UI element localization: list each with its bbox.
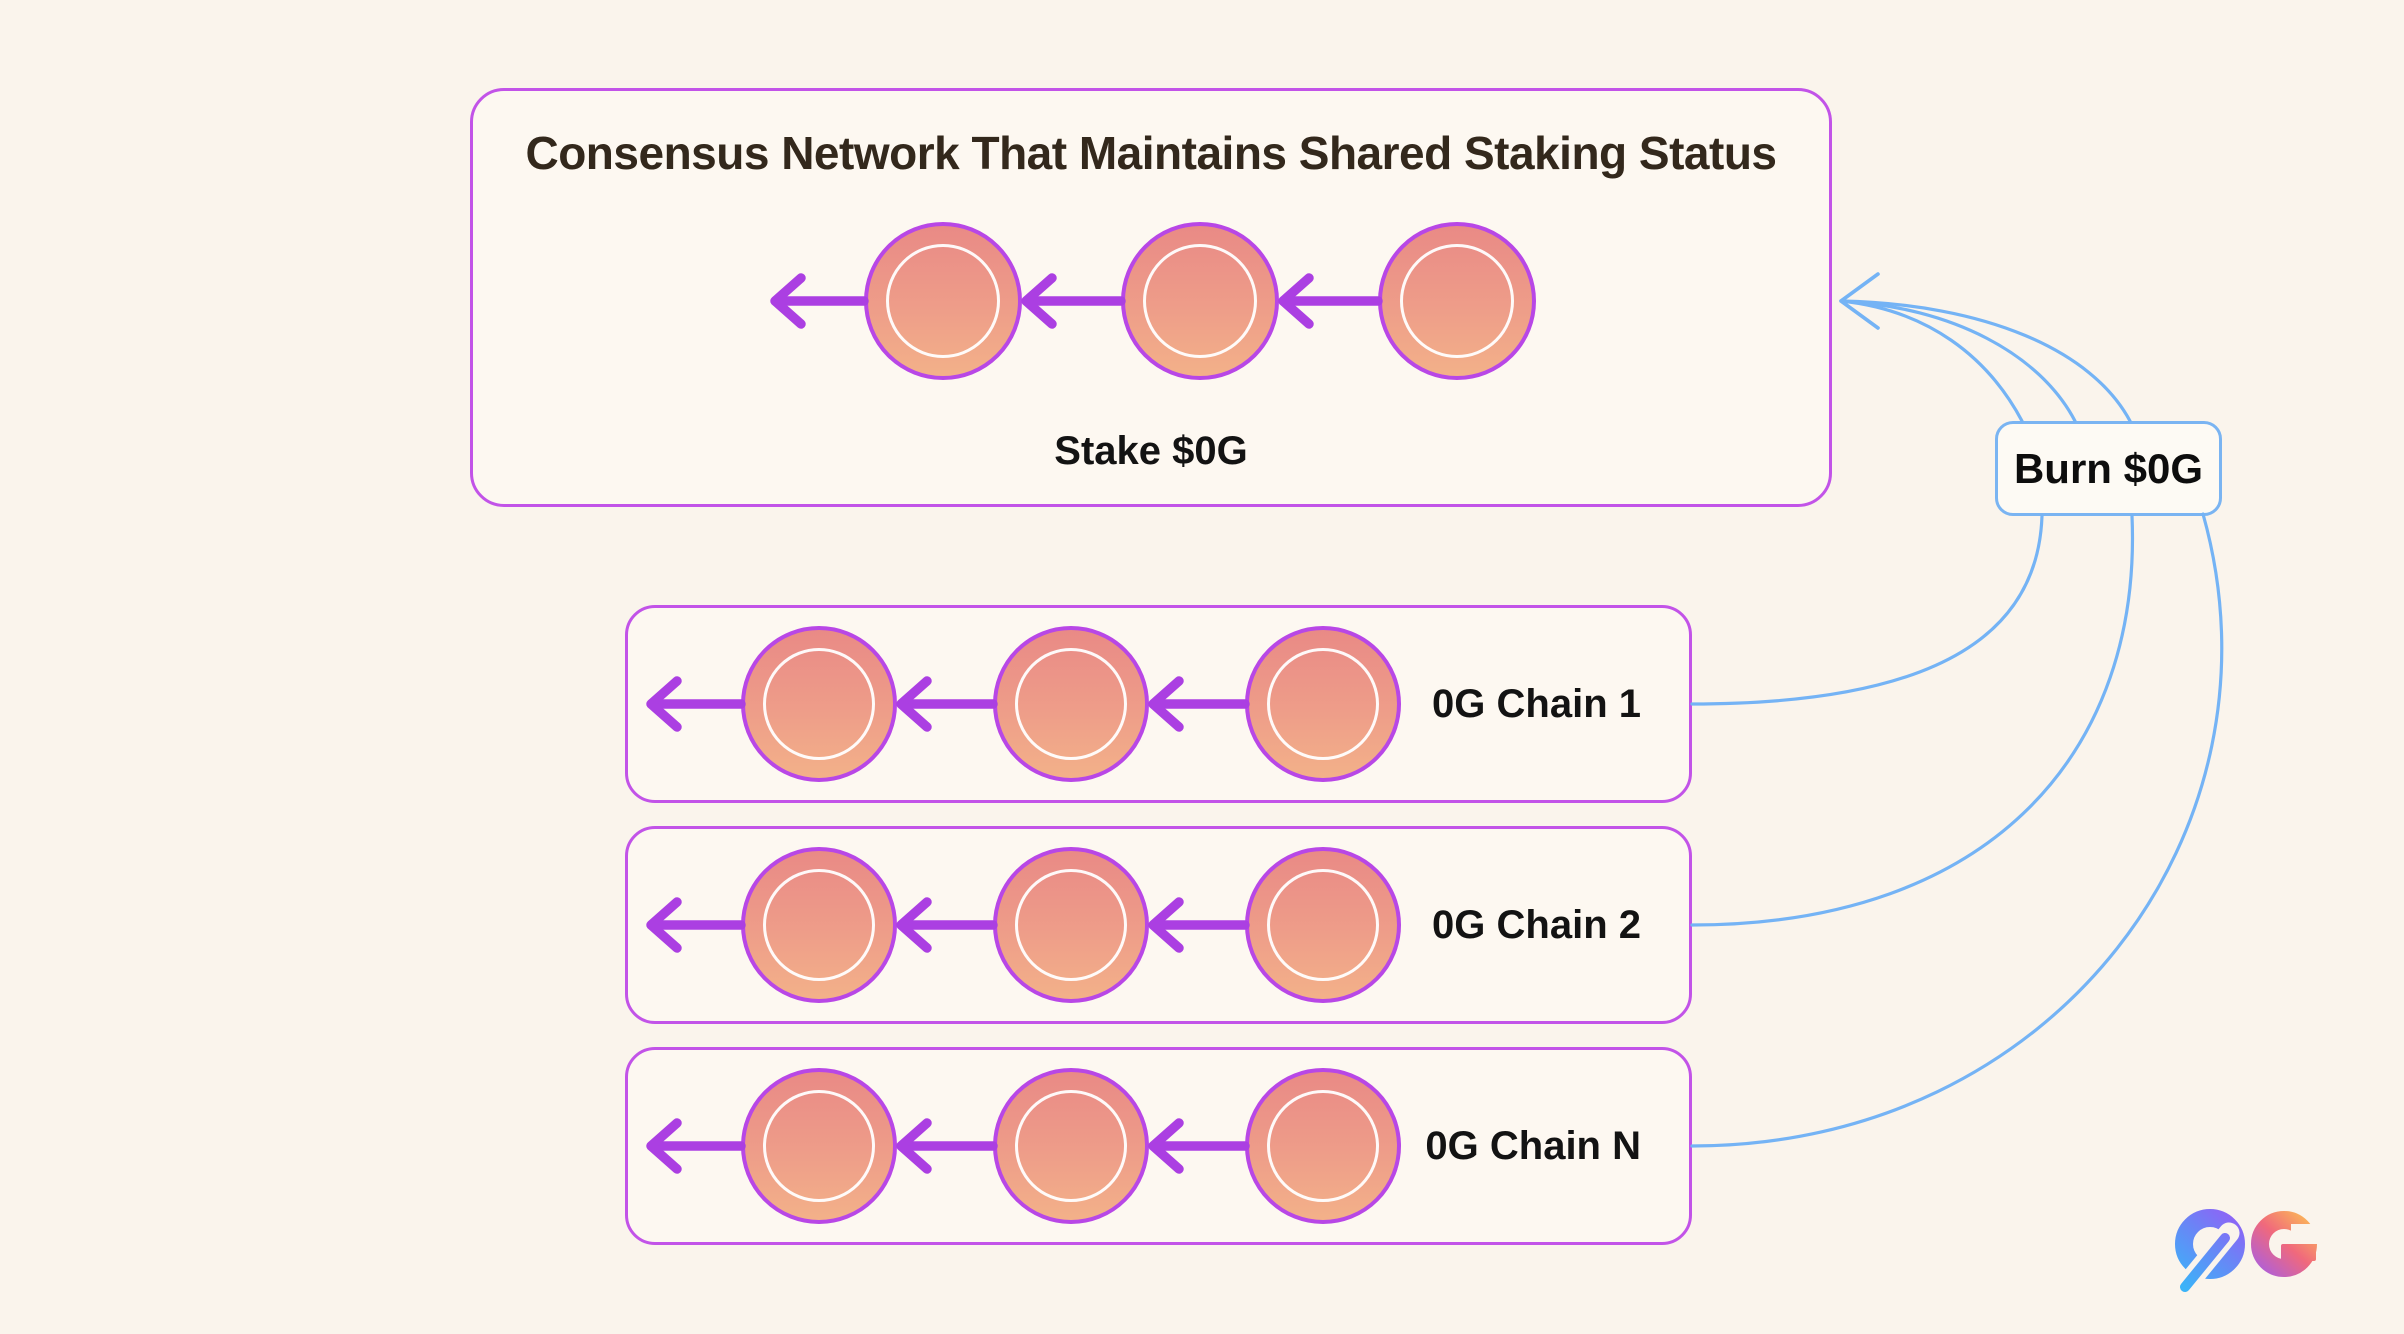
burn-box: Burn $0G	[1995, 421, 2222, 516]
logo-zero-glyph	[2170, 1209, 2245, 1302]
chain-1-node-3	[1245, 626, 1401, 782]
chain-1-node-2	[993, 626, 1149, 782]
burn-arrowhead-icon	[1839, 272, 1880, 330]
logo-g-glyph	[2251, 1211, 2320, 1277]
chain-n-label: 0G Chain N	[1425, 1123, 1641, 1168]
chain-1-node-1	[741, 626, 897, 782]
chain-n-node-1	[741, 1068, 897, 1224]
consensus-title: Consensus Network That Maintains Shared …	[525, 127, 1777, 179]
chain-2-label: 0G Chain 2	[1432, 902, 1641, 947]
chain-2-node-3	[1245, 847, 1401, 1003]
consensus-node-2	[1121, 222, 1279, 380]
chain-n-node-2	[993, 1068, 1149, 1224]
zero-g-logo-icon	[2170, 1209, 2320, 1302]
chain-n-node-3	[1245, 1068, 1401, 1224]
chain-2-node-1	[741, 847, 897, 1003]
consensus-network-box: Consensus Network That Maintains Shared …	[470, 88, 1832, 507]
consensus-node-1	[864, 222, 1022, 380]
burn-label: Burn $0G	[2013, 444, 2204, 492]
chain-2-node-2	[993, 847, 1149, 1003]
chain-1-label: 0G Chain 1	[1432, 681, 1641, 726]
stake-label: Stake $0G	[1054, 429, 1248, 473]
consensus-node-3	[1378, 222, 1536, 380]
